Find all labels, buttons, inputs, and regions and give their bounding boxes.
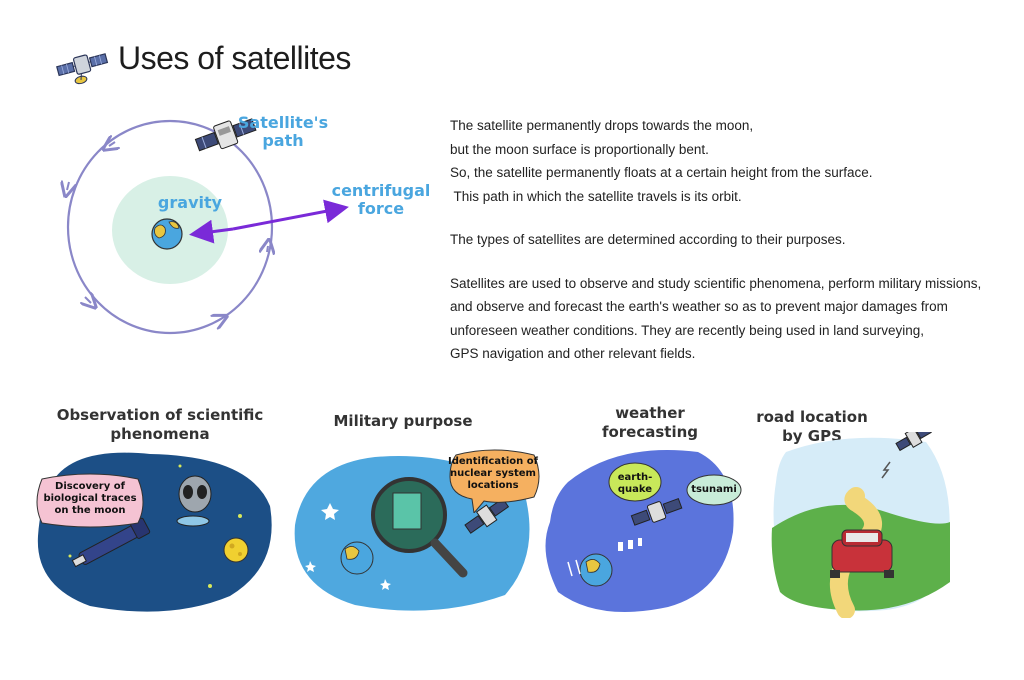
military-panel-title: Military purpose: [333, 412, 473, 430]
tsunami-speech-bubble: [686, 474, 742, 506]
earthquake-bubble-text: earth- quake: [617, 472, 653, 495]
military-satellite-icon: [464, 497, 510, 534]
science-bubble-text: Discovery of biological traces on the mo…: [43, 481, 137, 516]
earth-icon: [340, 541, 374, 575]
telescope-icon: [71, 517, 151, 568]
paragraph-line: Satellites are used to observe and study…: [450, 275, 982, 291]
orbit-diagram: [55, 112, 395, 352]
centrifugal-force-label: centrifugal force: [331, 181, 431, 218]
military-speech-bubble: [444, 447, 544, 515]
gravity-arrow: [189, 219, 234, 244]
gravity-label: gravity: [157, 193, 223, 212]
car-icon: [830, 529, 894, 578]
description: The satellite permanently drops towards …: [450, 114, 1010, 366]
gps-panel-title: road location by GPS: [756, 408, 868, 445]
satellite-path-label: Satellite's path: [237, 113, 329, 150]
weather-satellite-icon: [630, 498, 683, 526]
orbiting-satellite-icon: [194, 118, 257, 152]
moon-icon: [223, 537, 249, 563]
science-panel-title: Observation of scientific phenomena: [56, 406, 264, 443]
moon-icon: [151, 218, 183, 250]
paragraph-line: but the moon surface is proportionally b…: [450, 141, 709, 157]
paragraph-line: unforeseen weather conditions. They are …: [450, 322, 925, 338]
paragraph-line: The satellite permanently drops towards …: [450, 118, 754, 133]
force-arrow: [232, 199, 349, 231]
paragraph-line: So, the satellite permanently floats at …: [450, 165, 873, 180]
earthquake-speech-bubble: [608, 462, 662, 504]
page-title: Uses of satellites: [118, 40, 351, 76]
paragraph-line: The types of satellites are determined a…: [450, 232, 846, 247]
military-bubble-text: Identification of nuclear system locatio…: [448, 456, 538, 491]
magnifier-icon: [371, 477, 468, 578]
satellite-icon: [56, 48, 110, 92]
paragraph-line: GPS navigation and other relevant fields…: [450, 346, 696, 361]
weather-panel-title: weather forecasting: [601, 404, 699, 441]
paragraph-line: and observe and forecast the earth's wea…: [450, 299, 948, 314]
gps-illustration: [766, 424, 956, 619]
science-speech-bubble: [34, 473, 146, 533]
paragraph-line: This path in which the satellite travels…: [450, 188, 742, 204]
orbit-path: [66, 119, 274, 335]
tsunami-bubble-text: tsunami: [691, 484, 737, 495]
alien-icon: [176, 475, 212, 527]
earth-icon: [579, 553, 613, 587]
